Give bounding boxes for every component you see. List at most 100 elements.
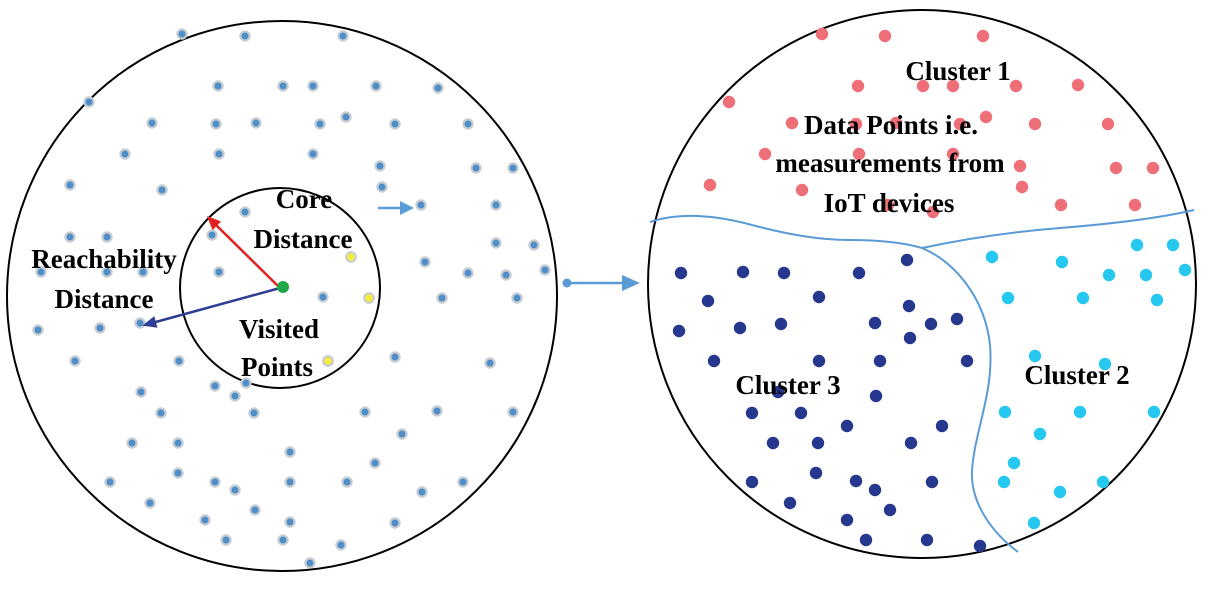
cluster3-point [672,324,686,338]
grey-data-point [209,380,221,392]
cluster3-point [903,331,917,345]
cluster3-point [794,406,808,420]
cluster3-point [736,265,750,279]
cluster1-point [946,147,960,161]
grey-data-point [209,476,221,488]
cluster3-point [809,466,823,480]
left-panel: Core Distance Reachability Distance Visi… [6,20,558,572]
grey-data-point [212,80,224,92]
cluster3-point [869,389,883,403]
grey-data-point [314,118,326,130]
cluster-boundary-right [921,209,1195,249]
cluster2-point [1166,238,1180,252]
reach-label-line2: Distance [55,284,154,314]
cluster3-point [920,533,934,547]
cluster2-point [1178,263,1192,277]
core-arrow-head-icon [206,215,222,231]
cluster1-point [1015,180,1029,194]
grey-data-point [101,266,113,278]
cluster1-point [1071,78,1085,92]
grey-data-point [484,357,496,369]
grey-data-point [240,377,252,389]
cluster1-point [946,79,960,93]
cluster3-point [745,475,759,489]
grey-data-point [172,437,184,449]
grey-data-point [528,239,540,251]
cluster3-point [873,354,887,368]
core-label-line1: Core [276,184,332,214]
cluster3-point [849,474,863,488]
cluster3-point [777,266,791,280]
cluster3-point [701,294,715,308]
grey-data-point [462,267,474,279]
cluster3-point [859,533,873,547]
grey-data-point [436,292,448,304]
cluster2-point [1130,238,1144,252]
cluster3-point [811,436,825,450]
cluster3-point [924,317,938,331]
cluster3-point [925,475,939,489]
cluster1-point [785,116,799,130]
grey-data-point [337,30,349,42]
grey-data-point [119,148,131,160]
cluster3-point [900,253,914,267]
cluster3-point [904,436,918,450]
grey-data-point [317,291,329,303]
right-panel: Cluster 1 Data Points i.e. measurements … [647,9,1197,559]
grey-data-point [35,266,47,278]
cluster1-point [849,117,863,131]
grey-data-point [284,476,296,488]
grey-data-point [135,386,147,398]
cluster3-point [883,503,897,517]
datapoints-label-line1: Data Points i.e. [804,110,978,140]
grey-data-point [284,446,296,458]
grey-data-point [134,317,146,329]
grey-data-point [199,514,211,526]
cluster2-point [1150,293,1164,307]
cluster1-point [815,27,829,41]
grey-data-point [239,30,251,42]
visited-label-line1: Visited [239,314,319,344]
grey-data-point [507,406,519,418]
grey-data-point [490,199,502,211]
grey-data-point [416,486,428,498]
grey-data-point [507,162,519,174]
cluster1-label: Cluster 1 [905,56,1010,86]
cluster1-point [976,29,990,43]
visited-point [345,251,357,263]
cluster2-point [997,475,1011,489]
cluster1-point [1013,159,1027,173]
cluster2-points-group [985,238,1192,530]
cluster-boundary-middle [921,247,1019,553]
core-label-line2: Distance [254,224,353,254]
grey-data-point [415,199,427,211]
cluster3-point [812,290,826,304]
grey-data-point [335,539,347,551]
cluster2-point [1096,475,1110,489]
grey-data-point [539,264,551,276]
grey-data-point [490,237,502,249]
cluster1-point [758,147,772,161]
core-point [277,281,289,293]
datapoints-label-line3: IoT devices [824,188,955,218]
cluster2-point [1102,268,1116,282]
cluster1-point [881,198,895,212]
cluster1-point [953,117,967,131]
grey-data-point [457,476,469,488]
cluster1-point [1054,198,1068,212]
cluster3-point [774,317,788,331]
grey-data-point [220,534,232,546]
cluster2-point [1055,255,1069,269]
cluster2-point [1027,516,1041,530]
grey-data-point [64,179,76,191]
cluster2-point [1007,456,1021,470]
cluster3-point [707,354,721,368]
cluster1-points-group [703,27,1160,219]
grey-data-point [239,206,251,218]
cluster2-point [1098,357,1112,371]
cluster3-point [935,419,949,433]
cluster2-point [1053,485,1067,499]
grey-data-point [155,407,167,419]
cluster3-points-group [672,253,987,553]
cluster3-point [840,513,854,527]
